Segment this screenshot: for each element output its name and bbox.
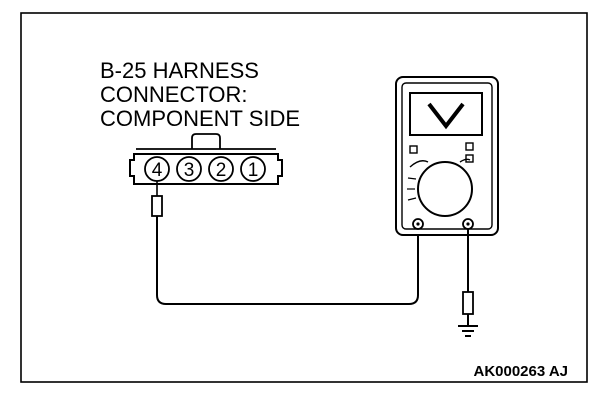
connector-title-line-1: B-25 HARNESS [100, 58, 259, 83]
multimeter-bezel [401, 82, 493, 230]
multimeter: V [395, 76, 499, 236]
pin-4-label: 4 [152, 160, 163, 181]
ground-symbol-icon [458, 325, 478, 337]
mode-button-left [409, 145, 418, 154]
com-terminal-dot [416, 222, 420, 226]
range-dial-arc [409, 160, 429, 168]
mode-button-right-bottom [465, 154, 474, 163]
dial-tick-3 [407, 197, 417, 201]
pin-1-label: 1 [248, 160, 259, 181]
dial-tick-1 [407, 177, 417, 180]
figure-code: AK000263 AJ [473, 363, 568, 380]
connector-title-line-2: CONNECTOR: [100, 82, 248, 107]
positive-probe [151, 181, 163, 228]
pin-3-label: 3 [184, 160, 195, 181]
ground-probe [462, 229, 474, 326]
mode-button-right-top [465, 142, 474, 151]
v-terminal-dot [466, 222, 470, 226]
pin-3-circle [176, 156, 202, 182]
voltage-symbol-icon [427, 102, 465, 130]
range-dial-arc-right [459, 158, 471, 163]
pin-2-circle [208, 156, 234, 182]
harness-connector: 4 3 2 1 [129, 133, 283, 185]
connector-lock-tab [191, 133, 221, 149]
diagram-frame [20, 12, 588, 383]
selector-dial [417, 161, 473, 217]
pin-1-circle [240, 156, 266, 182]
connector-title-line-3: COMPONENT SIDE [100, 106, 300, 131]
pin-2-label: 2 [216, 160, 227, 181]
test-lead-wire [156, 228, 419, 305]
